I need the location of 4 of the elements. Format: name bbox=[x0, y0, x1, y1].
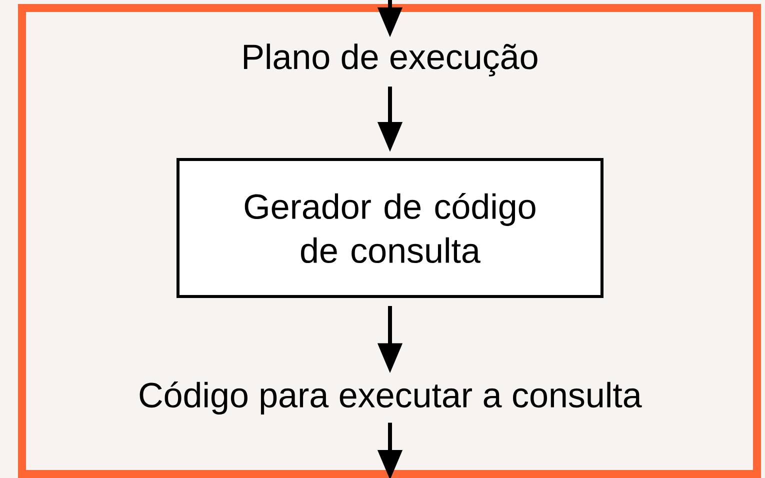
text-label: Plano de execução bbox=[244, 44, 538, 76]
process-box: Gerador de código de consulta bbox=[176, 158, 604, 298]
text-label: Código para executar a consulta bbox=[140, 381, 642, 414]
frame bbox=[18, 4, 761, 478]
